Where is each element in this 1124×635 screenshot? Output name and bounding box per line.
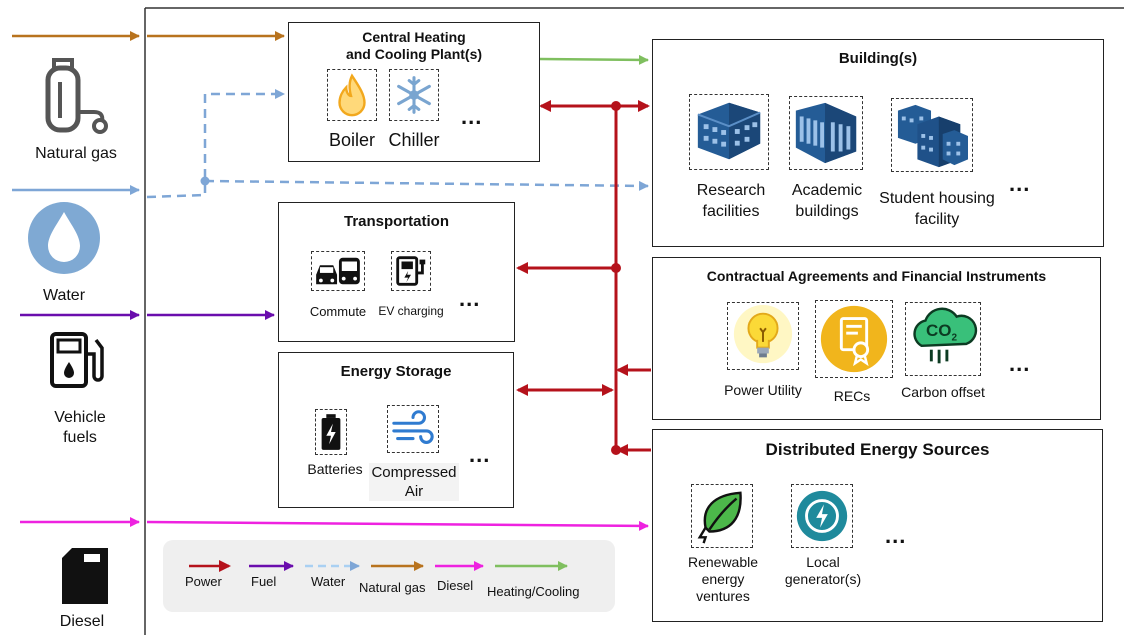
gas-cylinder-icon	[38, 56, 110, 136]
vehicle-fuels-line2: fuels	[63, 429, 97, 446]
water-junction	[200, 176, 210, 186]
energy-storage-more: ...	[469, 442, 491, 467]
renewable-line2: energy	[701, 571, 745, 587]
distributed-more: ...	[885, 523, 907, 548]
ev-charging-label: EV charging	[378, 304, 444, 318]
water-label: Water	[42, 287, 86, 304]
central-plant-more: ...	[461, 104, 483, 129]
compressed-air-label: Compressed Air	[369, 463, 459, 501]
power-junction-transport	[611, 263, 621, 273]
compressed-air-icon	[387, 405, 439, 453]
boiler-label: Boiler	[328, 130, 376, 150]
buildings-more: ...	[1009, 171, 1031, 196]
central-plant-title: Central Heating and Cooling Plant(s)	[289, 29, 539, 63]
renewable-line1: Renewable	[687, 554, 759, 570]
power-junction-bottom	[611, 445, 621, 455]
buildings-title: Building(s)	[838, 50, 918, 67]
local-generator-label: Local generator(s)	[775, 554, 871, 588]
research-label-line2: facilities	[702, 203, 760, 220]
central-plant-title-line2: and Cooling Plant(s)	[345, 46, 483, 62]
research-label: Research facilities	[673, 180, 789, 222]
transportation-title: Transportation	[343, 213, 449, 230]
heating-cooling-arrow	[539, 54, 649, 65]
academic-label-line1: Academic	[791, 182, 863, 199]
legend-heating-cooling-label: Heating/Cooling	[487, 584, 580, 599]
carbon-offset-label: Carbon offset	[901, 384, 985, 400]
compressed-air-line1: Compressed	[371, 464, 457, 481]
diesel-label: Diesel	[59, 613, 105, 630]
co2-text-main: CO	[926, 321, 952, 340]
legend-water-label: Water	[311, 574, 346, 589]
local-generator-line2: generator(s)	[784, 571, 862, 587]
contracts-title: Contractual Agreements and Financial Ins…	[706, 268, 1047, 284]
energy-storage-title: Energy Storage	[340, 363, 452, 380]
housing-label-line2: facility	[914, 211, 960, 228]
co2-text-sub: 2	[951, 332, 958, 344]
boiler-flame-icon	[327, 69, 377, 121]
recs-label: RECs	[833, 388, 871, 404]
local-generator-icon	[791, 484, 853, 548]
housing-label: Student housing facility	[869, 188, 1005, 230]
recs-certificate-icon	[815, 300, 893, 378]
fuel-pump-icon	[48, 330, 106, 390]
distributed-box: Distributed Energy Sources Renewable ene…	[652, 429, 1103, 622]
energy-storage-box: Energy Storage Batteries Compressed Air …	[278, 352, 514, 508]
power-utility-bulb-icon	[727, 302, 799, 370]
academic-building-icon	[789, 96, 863, 170]
legend-diesel-label: Diesel	[437, 578, 474, 593]
diesel-arrow-distributed	[146, 520, 649, 531]
battery-icon	[315, 409, 347, 455]
legend-swatches	[189, 560, 568, 572]
legend-fuel-label: Fuel	[251, 574, 277, 589]
commute-vehicles-icon	[311, 251, 365, 291]
legend-natural-gas-label: Natural gas	[359, 580, 426, 595]
water-arrow-buildings	[204, 179, 649, 191]
water-drop-icon	[26, 200, 102, 276]
contracts-box: Contractual Agreements and Financial Ins…	[652, 257, 1101, 420]
batteries-label: Batteries	[307, 461, 363, 477]
housing-label-line1: Student housing	[879, 190, 995, 207]
transportation-more: ...	[459, 286, 481, 311]
academic-label: Academic buildings	[771, 180, 883, 222]
chiller-snowflake-icon	[389, 69, 439, 121]
local-generator-line1: Local	[806, 554, 840, 570]
legend-power-label: Power	[185, 574, 222, 589]
natural-gas-label: Natural gas	[35, 145, 117, 162]
compressed-air-line2: Air	[404, 483, 424, 500]
vehicle-fuels-label: Vehicle fuels	[20, 408, 140, 448]
water-arrow-plant	[146, 89, 285, 199]
renewable-leaf-icon	[691, 484, 753, 548]
research-building-icon	[689, 94, 769, 170]
vehicle-fuels-line1: Vehicle	[54, 409, 106, 426]
power-utility-label: Power Utility	[724, 382, 802, 398]
distributed-title: Distributed Energy Sources	[765, 440, 990, 459]
chiller-label: Chiller	[388, 130, 440, 150]
legend: Power Fuel Water Natural gas Diesel Heat…	[163, 540, 615, 612]
renewable-line3: ventures	[696, 588, 750, 604]
contracts-more: ...	[1009, 351, 1031, 376]
power-junction-top	[611, 101, 621, 111]
central-plant-title-line1: Central Heating	[362, 29, 466, 45]
commute-label: Commute	[309, 304, 367, 319]
carbon-offset-co2-icon: CO2	[905, 302, 981, 376]
student-housing-icon	[891, 98, 973, 172]
transportation-box: Transportation Commute EV charging ...	[278, 202, 515, 342]
buildings-box: Building(s)	[652, 39, 1104, 247]
renewable-label: Renewable energy ventures	[673, 554, 773, 605]
research-label-line1: Research	[696, 182, 766, 199]
central-plant-box: Central Heating and Cooling Plant(s) Boi…	[288, 22, 540, 162]
ev-charging-icon	[391, 251, 431, 291]
diesel-jerrycan-icon	[56, 544, 112, 606]
academic-label-line2: buildings	[795, 203, 859, 220]
co2-text: CO2	[926, 321, 957, 343]
